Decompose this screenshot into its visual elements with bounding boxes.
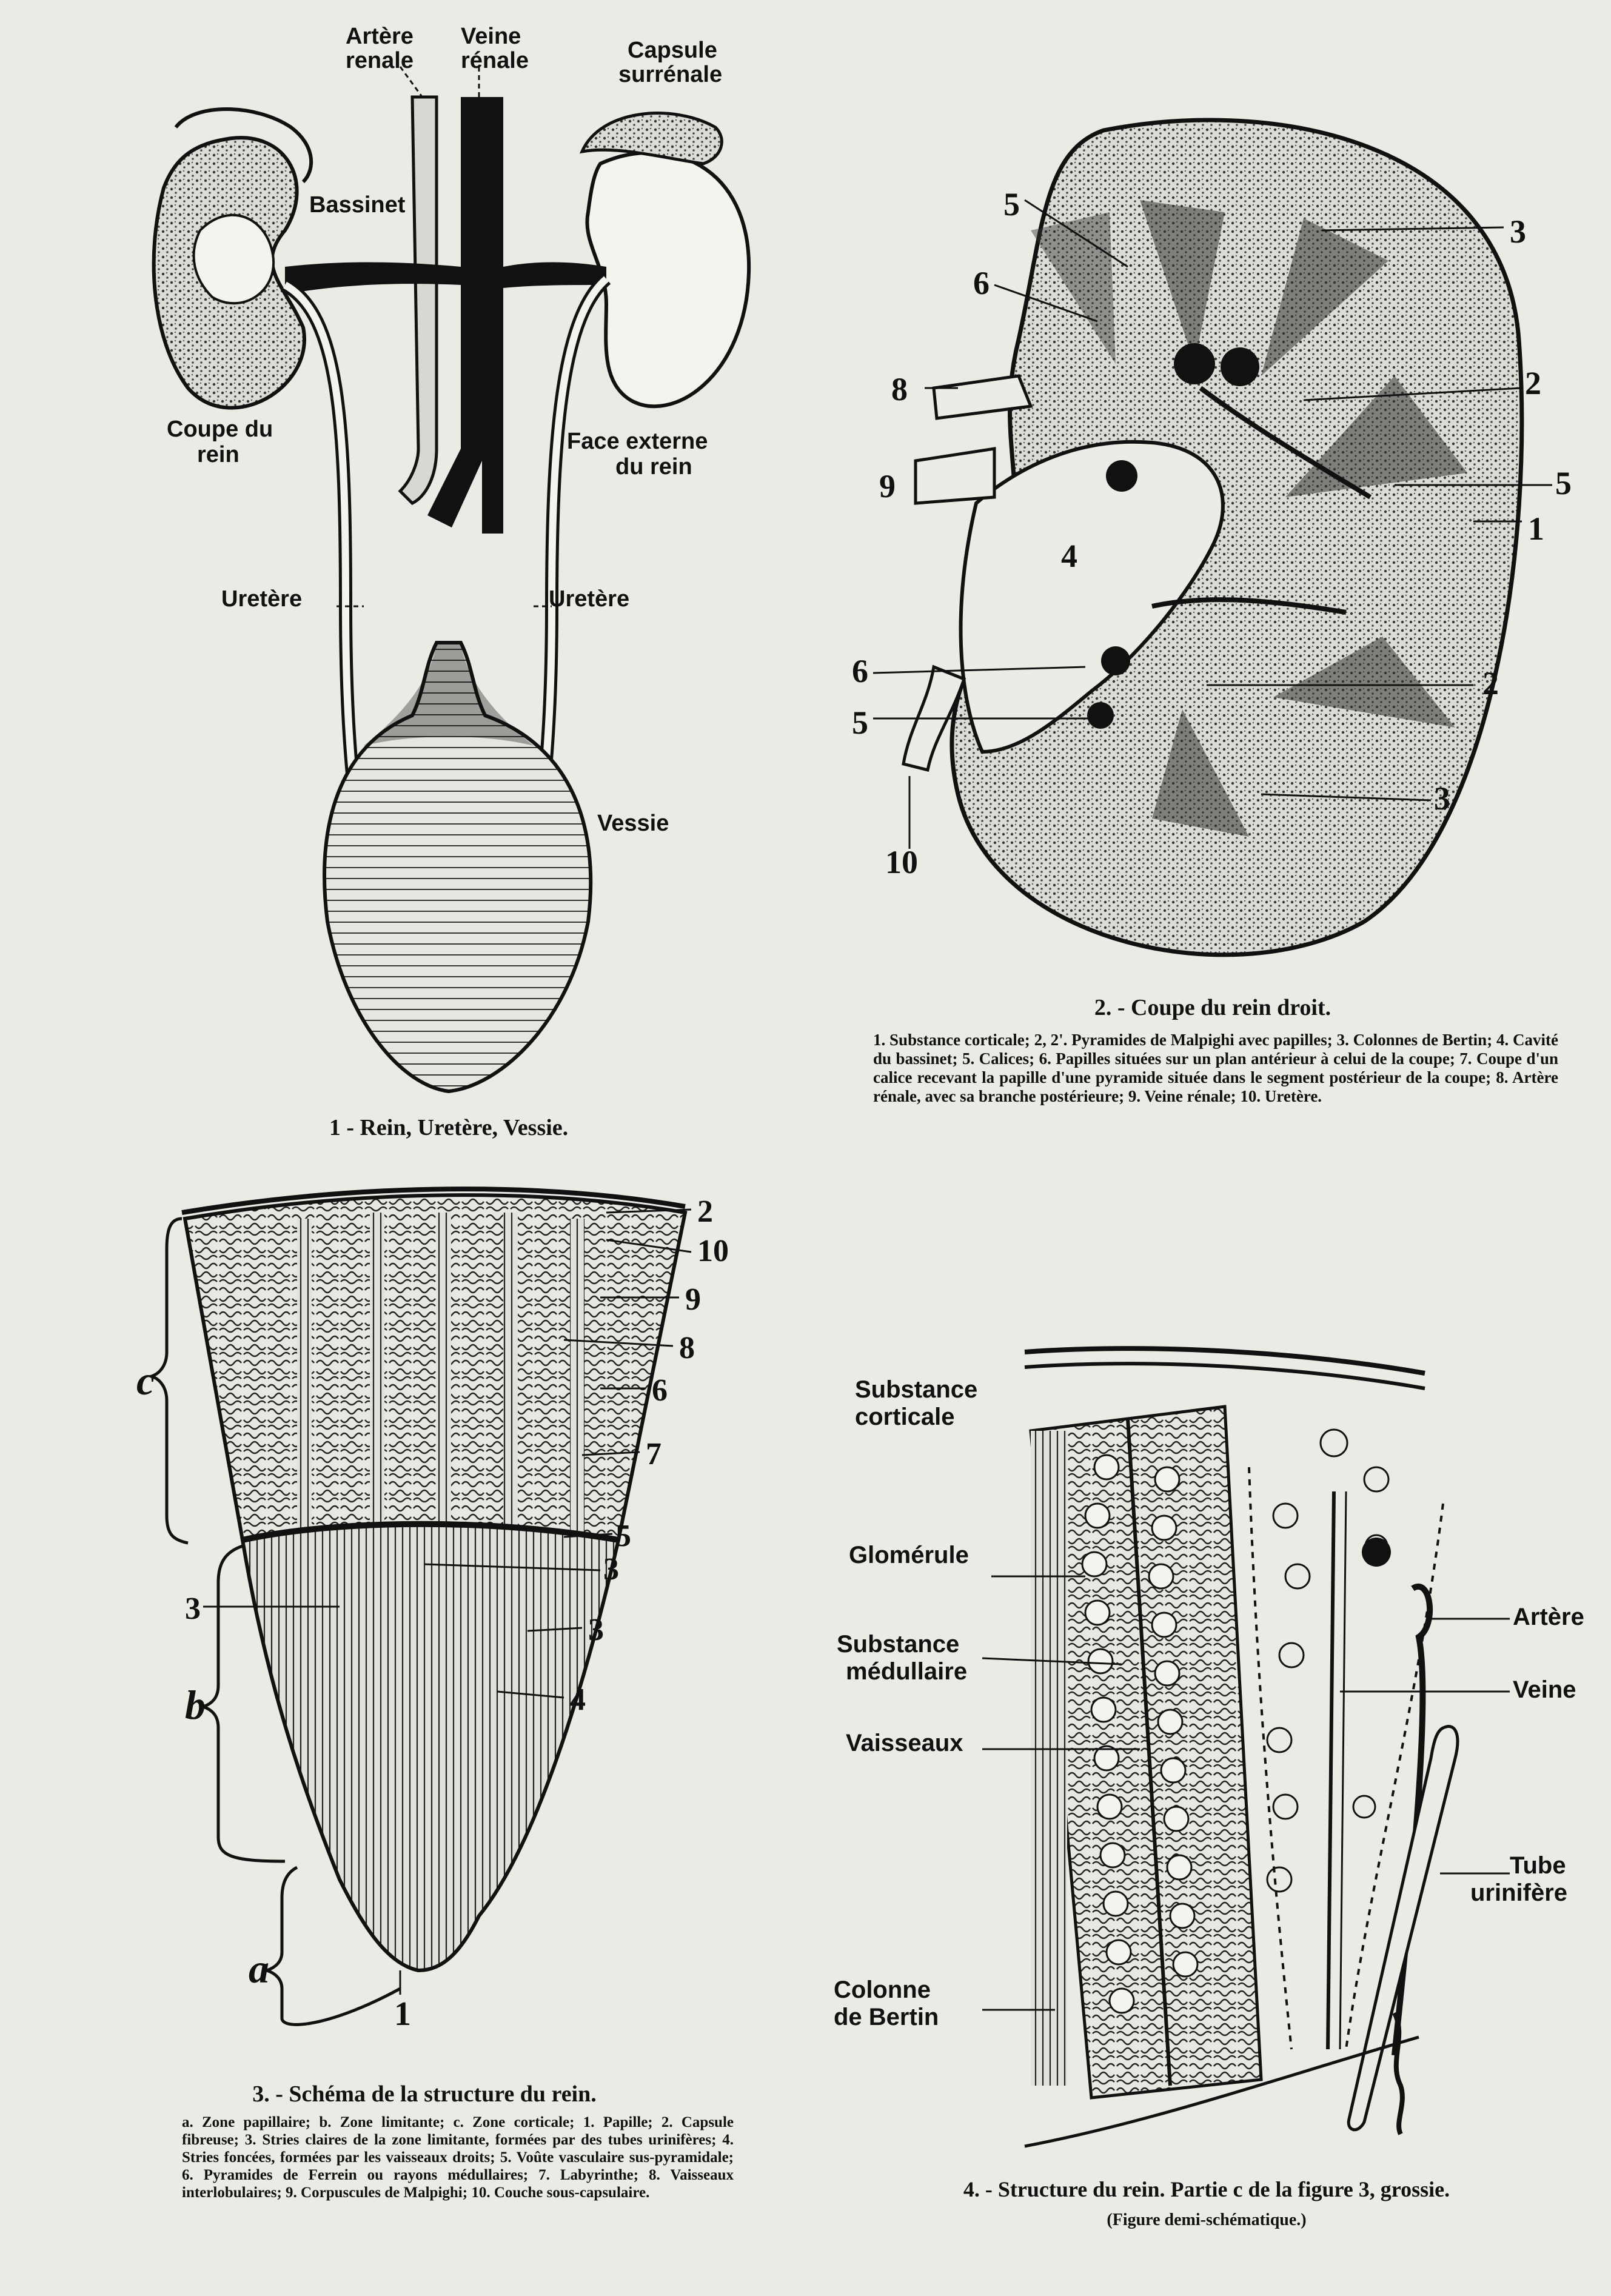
label-tube-2: urinifère <box>1470 1879 1567 1906</box>
label-artere: Artère <box>1513 1604 1584 1630</box>
fig2-num-9: 9 <box>879 468 896 504</box>
fig4-subcaption: (Figure demi-schématique.) <box>1031 2211 1382 2230</box>
label-substance-medullaire-1: Substance <box>837 1631 959 1658</box>
label-vessie: Vessie <box>597 811 669 836</box>
fig3-zone-a: a <box>249 1946 269 1992</box>
fig3-num-2: 2 <box>697 1194 713 1229</box>
fig3-num-10: 10 <box>697 1234 729 1268</box>
label-veine: Veine <box>1513 1676 1576 1703</box>
fig2-num-5-bottom: 5 <box>852 705 868 741</box>
fig3-num-3-a: 3 <box>603 1552 619 1587</box>
fig2-caption: 2. - Coupe du rein droit. <box>994 994 1431 1021</box>
fig2-num-5-top: 5 <box>1003 186 1020 223</box>
fig3-num-5: 5 <box>615 1519 631 1553</box>
label-glomerule: Glomérule <box>849 1542 969 1568</box>
label-face-externe-1: Face externe <box>567 429 708 454</box>
label-uretere-right: Uretère <box>549 586 629 612</box>
label-coupe-1: Coupe du <box>167 417 273 442</box>
label-vaisseaux: Vaisseaux <box>846 1730 963 1756</box>
label-capsule-1: Capsule <box>628 38 717 63</box>
right-adrenal <box>582 113 722 164</box>
label-capsule-2: surrénale <box>618 62 722 87</box>
fig2-num-2-top: 2 <box>1525 365 1541 401</box>
uriniferous-tube <box>1348 1726 1458 2129</box>
vein-vessel <box>1328 1491 1334 2049</box>
fig2-num-6-bottom: 6 <box>852 653 868 689</box>
left-kidney-pelvis <box>194 215 274 303</box>
fig2-num-3-top: 3 <box>1510 213 1526 250</box>
fig3-num-8: 8 <box>679 1331 695 1365</box>
bladder-apex <box>364 643 534 746</box>
vena-cava <box>427 97 503 534</box>
fig2-num-3-bottom: 3 <box>1434 780 1450 817</box>
figure-2-kidney-section <box>873 120 1552 955</box>
fig2-num-8: 8 <box>891 371 908 407</box>
fig2-num-2-bottom: 2 <box>1482 665 1499 701</box>
right-kidney <box>587 153 749 406</box>
figure-4-structure-enlarged <box>982 1348 1510 2146</box>
fig3-num-7: 7 <box>646 1437 661 1471</box>
fig2-legend: 1. Substance corticale; 2, 2'. Pyramides… <box>873 1031 1558 1106</box>
fig3-num-6: 6 <box>652 1373 668 1408</box>
label-substance-medullaire-2: médullaire <box>846 1658 967 1685</box>
fig3-num-4: 4 <box>570 1682 586 1717</box>
medulla-zones-b-a <box>243 1524 618 1970</box>
label-uretere-left: Uretère <box>221 586 302 612</box>
fig3-legend: a. Zone papillaire; b. Zone limitante; c… <box>182 2114 734 2201</box>
fig2-num-4: 4 <box>1061 538 1077 574</box>
label-colonne-2: de Bertin <box>834 2004 939 2030</box>
cortex-zone-c <box>185 1195 685 1540</box>
fig3-num-3-c: 3 <box>588 1613 604 1647</box>
renal-vessels-right <box>503 263 606 289</box>
fig3-zone-b: b <box>185 1682 206 1728</box>
label-tube-1: Tube <box>1510 1852 1566 1879</box>
fig2-num-5-right: 5 <box>1555 465 1572 501</box>
brace-c <box>152 1219 188 1543</box>
fig3-num-3-b: 3 <box>185 1591 201 1626</box>
label-artere-renale-2: renale <box>346 48 414 73</box>
label-substance-corticale-2: corticale <box>855 1404 955 1430</box>
label-coupe-2: rein <box>197 442 239 467</box>
fig3-num-9: 9 <box>685 1282 701 1317</box>
label-colonne-1: Colonne <box>834 1976 931 2003</box>
fig3-caption: 3. - Schéma de la structure du rein. <box>182 2081 667 2107</box>
fig2-num-1: 1 <box>1528 510 1544 547</box>
fig4-caption: 4. - Structure du rein. Partie c de la f… <box>849 2177 1564 2202</box>
figure-3-structure-schema <box>152 1189 691 2024</box>
fig3-num-1: 1 <box>394 1995 411 2033</box>
label-substance-corticale-1: Substance <box>855 1376 977 1403</box>
figure-1-urinary-system <box>154 67 749 1091</box>
fig1-caption: 1 - Rein, Uretère, Vessie. <box>255 1114 643 1141</box>
fig2-num-6-top: 6 <box>973 265 990 301</box>
label-artere-renale-1: Artère <box>346 24 414 49</box>
renal-vein-stub <box>916 449 994 503</box>
label-bassinet: Bassinet <box>309 192 406 218</box>
aorta <box>400 97 437 503</box>
label-veine-renale-1: Veine <box>461 24 521 49</box>
label-veine-renale-2: rénale <box>461 48 529 73</box>
fig3-zone-c: c <box>136 1357 155 1404</box>
label-face-externe-2: du rein <box>615 454 692 480</box>
fig2-num-10: 10 <box>885 844 918 880</box>
